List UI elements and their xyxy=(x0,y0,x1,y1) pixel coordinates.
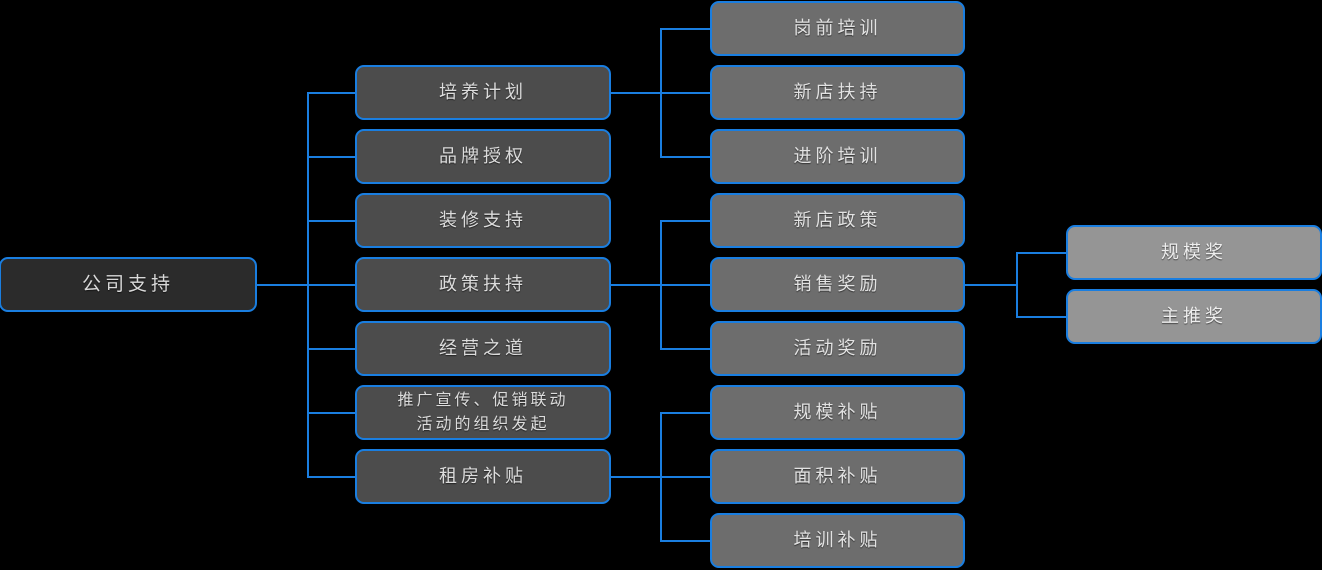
connector-group-b-stub-3 xyxy=(660,348,712,350)
node-level3-advanced-training[interactable]: 进阶培训 xyxy=(710,129,965,184)
node-level2-business-way[interactable]: 经营之道 xyxy=(355,321,611,376)
connector-level2-stub-2 xyxy=(307,156,357,158)
connector-group-a-stub-2 xyxy=(660,92,712,94)
connector-root-out xyxy=(257,284,309,286)
node-level2-promotion-campaign[interactable]: 推广宣传、促销联动 活动的组织发起 xyxy=(355,385,611,440)
connector-level4-stub-1 xyxy=(1016,252,1068,254)
connector-level2-stub-1 xyxy=(307,92,357,94)
connector-group-c-stub-3 xyxy=(660,540,712,542)
node-level3-activity-reward[interactable]: 活动奖励 xyxy=(710,321,965,376)
connector-level2-stub-3 xyxy=(307,220,357,222)
node-level3-training-subsidy[interactable]: 培训补贴 xyxy=(710,513,965,568)
node-level2-brand-license[interactable]: 品牌授权 xyxy=(355,129,611,184)
connector-level4-stub-2 xyxy=(1016,316,1068,318)
node-level3-new-store-support[interactable]: 新店扶持 xyxy=(710,65,965,120)
connector-group-b-stub-2 xyxy=(660,284,712,286)
connector-level2-stub-6 xyxy=(307,412,357,414)
node-level2-training-plan[interactable]: 培养计划 xyxy=(355,65,611,120)
connector-zhengce-out xyxy=(611,284,662,286)
node-level2-rent-subsidy[interactable]: 租房补贴 xyxy=(355,449,611,504)
connector-group-a-stub-3 xyxy=(660,156,712,158)
connector-level2-stub-4 xyxy=(307,284,357,286)
connector-peiyang-out xyxy=(611,92,662,94)
node-level2-policy-support[interactable]: 政策扶持 xyxy=(355,257,611,312)
connector-level2-stub-7 xyxy=(307,476,357,478)
connector-group-c-stub-1 xyxy=(660,412,712,414)
connector-group-c-stub-2 xyxy=(660,476,712,478)
connector-group-b-stub-1 xyxy=(660,220,712,222)
connector-group-a-stub-1 xyxy=(660,28,712,30)
node-level3-pre-job-training[interactable]: 岗前培训 xyxy=(710,1,965,56)
node-level3-sales-reward[interactable]: 销售奖励 xyxy=(710,257,965,312)
node-root-company-support[interactable]: 公司支持 xyxy=(0,257,257,312)
connector-level2-stub-5 xyxy=(307,348,357,350)
connector-level4-trunk xyxy=(1016,252,1018,318)
node-level3-scale-subsidy[interactable]: 规模补贴 xyxy=(710,385,965,440)
connector-zufang-out xyxy=(611,476,662,478)
node-level4-main-push-award[interactable]: 主推奖 xyxy=(1066,289,1322,344)
node-level2-decoration-support[interactable]: 装修支持 xyxy=(355,193,611,248)
node-level3-area-subsidy[interactable]: 面积补贴 xyxy=(710,449,965,504)
connector-xiaoshou-out xyxy=(965,284,1018,286)
node-level4-scale-award[interactable]: 规模奖 xyxy=(1066,225,1322,280)
node-level3-new-store-policy[interactable]: 新店政策 xyxy=(710,193,965,248)
